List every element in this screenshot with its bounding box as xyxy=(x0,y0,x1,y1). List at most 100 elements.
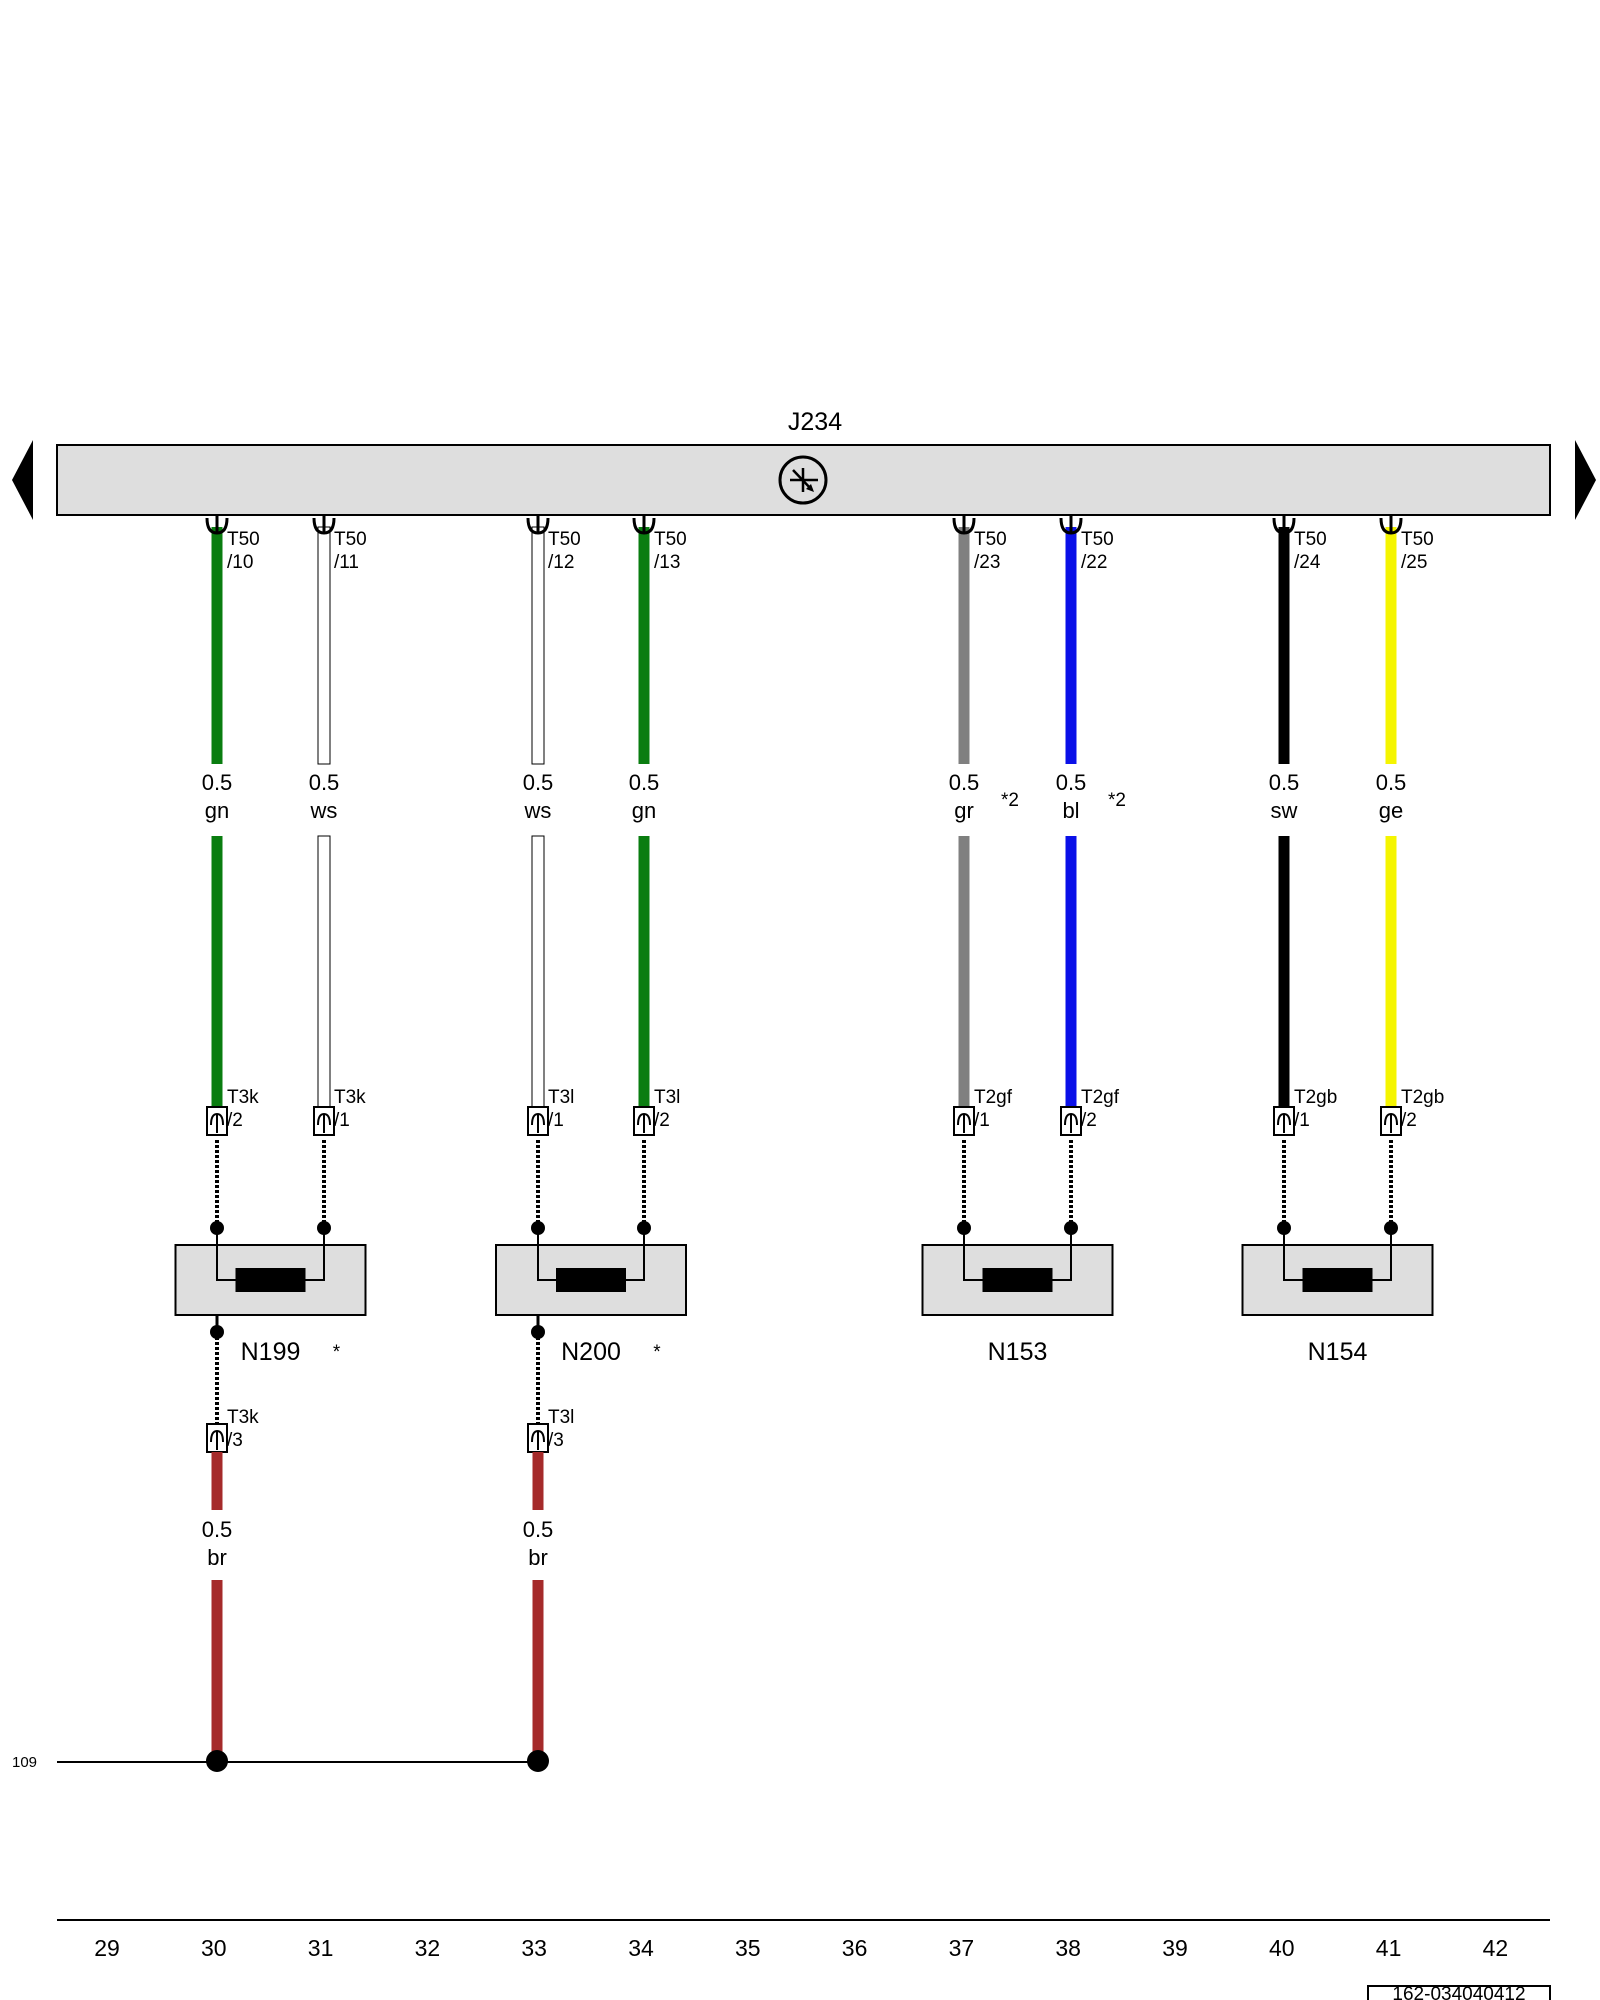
ground-connector-icon xyxy=(527,1423,549,1453)
wire-footnote: *2 xyxy=(1108,790,1126,811)
footer-code: 162-034040412 xyxy=(1392,1984,1525,2000)
wire-color-label: ws xyxy=(310,798,338,823)
top-connector-icon xyxy=(205,515,229,535)
ground-junction-dot xyxy=(206,1750,228,1772)
component-n154: N154 xyxy=(1241,1228,1434,1366)
wire-color-label: bl xyxy=(1062,798,1079,823)
bottom-pin-label: T2gb xyxy=(1294,1087,1337,1108)
bottom-pin-label: T3k xyxy=(227,1087,259,1108)
wire-gauge-label: 0.5 xyxy=(1056,770,1087,795)
airbag-symbol-icon xyxy=(778,455,828,505)
top-pin-number: /13 xyxy=(654,552,680,573)
top-pin-number: /10 xyxy=(227,552,253,573)
grid-number: 33 xyxy=(521,1935,547,1961)
ground-pin-label: T3k xyxy=(227,1407,259,1428)
component-label: N153 xyxy=(988,1338,1048,1366)
grid-number: 37 xyxy=(949,1935,975,1961)
component-box xyxy=(1241,1244,1434,1316)
bottom-connector-icon xyxy=(1273,1106,1295,1136)
ground-wire-2: T3l/3 0.5 br xyxy=(523,1315,574,1772)
bottom-connector-icon xyxy=(206,1106,228,1136)
bottom-pin-number: /1 xyxy=(974,1110,990,1131)
top-connector-icon xyxy=(1059,515,1083,535)
wire-gauge-label: 0.5 xyxy=(202,1517,233,1542)
wire-color-label: gn xyxy=(632,798,656,823)
wire-gauge-label: 0.5 xyxy=(523,1517,554,1542)
top-pin-number: /23 xyxy=(974,552,1000,573)
grid-number: 41 xyxy=(1376,1935,1402,1961)
grid-number: 29 xyxy=(94,1935,120,1961)
wire-gauge-label: 0.5 xyxy=(949,770,980,795)
component-label: N154 xyxy=(1308,1338,1368,1366)
top-pin-number: /22 xyxy=(1081,552,1107,573)
top-connector-icon xyxy=(1272,515,1296,535)
wire-gauge-label: 0.5 xyxy=(202,770,233,795)
bottom-pin-number: /1 xyxy=(548,1110,564,1131)
wire-segment xyxy=(531,835,545,1108)
wire-gauge-label: 0.5 xyxy=(523,770,554,795)
wire-color-label: br xyxy=(528,1545,548,1570)
component-n199: N199* xyxy=(174,1228,367,1366)
top-pin-number: /25 xyxy=(1401,552,1427,573)
ground-pin-label: T3l xyxy=(548,1407,574,1428)
ground-pin-number: /3 xyxy=(227,1430,243,1451)
next-page-arrow-icon[interactable] xyxy=(1575,440,1596,520)
grid-number: 38 xyxy=(1055,1935,1081,1961)
top-pin-label: T50 xyxy=(1401,529,1434,550)
ground-pin-number: /3 xyxy=(548,1430,564,1451)
top-pin-label: T50 xyxy=(548,529,581,550)
bottom-pin-number: /1 xyxy=(334,1110,350,1131)
wire-color-label: gr xyxy=(954,798,974,823)
bottom-pin-number: /2 xyxy=(1081,1110,1097,1131)
ground-wire-1: T3k/30.5br xyxy=(202,1315,259,1772)
bottom-connector-icon xyxy=(1060,1106,1082,1136)
grid-number: 42 xyxy=(1483,1935,1509,1961)
bottom-pin-label: T2gf xyxy=(974,1087,1013,1108)
top-pin-number: /12 xyxy=(548,552,574,573)
wire-segment xyxy=(317,526,331,765)
top-pin-label: T50 xyxy=(974,529,1007,550)
coil-icon xyxy=(1302,1268,1373,1292)
top-pin-number: /11 xyxy=(334,552,359,573)
bottom-pin-label: T3l xyxy=(654,1087,680,1108)
top-pin-label: T50 xyxy=(227,529,260,550)
bottom-pin-number: /2 xyxy=(654,1110,670,1131)
coil-icon xyxy=(982,1268,1053,1292)
grid-number: 34 xyxy=(628,1935,654,1961)
grid-number: 35 xyxy=(735,1935,761,1961)
bottom-pin-label: T2gf xyxy=(1081,1087,1120,1108)
top-connector-icon xyxy=(312,515,336,535)
grid-number: 30 xyxy=(201,1935,227,1961)
wire-color-label: ws xyxy=(524,798,552,823)
component-label: N200 xyxy=(561,1338,621,1366)
grid-number: 36 xyxy=(842,1935,868,1961)
wire-footnote: *2 xyxy=(1001,790,1019,811)
bottom-pin-label: T2gb xyxy=(1401,1087,1444,1108)
grid-number: 40 xyxy=(1269,1935,1295,1961)
component-label: N199 xyxy=(241,1338,301,1366)
top-connector-icon xyxy=(952,515,976,535)
top-pin-number: /24 xyxy=(1294,552,1321,573)
component-n153: N153 xyxy=(921,1228,1114,1366)
wire-color-label: sw xyxy=(1271,798,1298,823)
footer-code-box xyxy=(1367,1985,1551,2000)
bottom-connector-icon xyxy=(633,1106,655,1136)
top-pin-label: T50 xyxy=(1081,529,1114,550)
top-connector-icon xyxy=(632,515,656,535)
ground-reference-number: 109 xyxy=(12,1754,37,1771)
wire-segment xyxy=(531,526,545,765)
control-unit-label: J234 xyxy=(788,408,842,436)
previous-page-arrow-icon[interactable] xyxy=(12,440,33,520)
